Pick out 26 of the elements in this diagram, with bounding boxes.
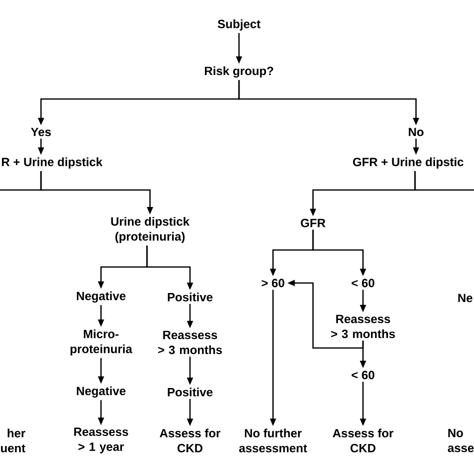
step-label: Micro- proteinuria xyxy=(70,329,132,356)
connector-line xyxy=(414,171,474,191)
step-label: Ne xyxy=(458,294,472,302)
step-label: Negative xyxy=(76,291,126,303)
step-label: No asse xyxy=(448,428,474,452)
step-label: Negative xyxy=(76,386,126,398)
step-label: Yes xyxy=(30,128,51,136)
step-label: GFR + Urine dipstic xyxy=(353,157,464,169)
step-label: Assess for CKD xyxy=(332,428,394,452)
step-label: Reassess > 1 year xyxy=(74,428,128,454)
step-label: Positive xyxy=(168,292,213,302)
step-label: Positive xyxy=(168,388,213,396)
step-label: GFR xyxy=(300,218,326,228)
step-label: Reassess > 3 months xyxy=(158,330,222,354)
step-label: Assess for CKD xyxy=(160,428,220,452)
step-label: < 60 xyxy=(352,370,374,380)
step-label: No xyxy=(408,128,424,136)
step-label: Urine dipstick (proteinuria) xyxy=(111,216,190,244)
step-label: No further assessment xyxy=(239,428,308,452)
step-label: > 60 xyxy=(262,278,284,288)
step-label: Reassess > 3 months xyxy=(331,314,395,338)
step-label: Risk group? xyxy=(204,66,274,78)
step-label: R + Urine dipstick xyxy=(2,157,102,169)
step-label: her uent xyxy=(1,428,26,452)
step-label: < 60 xyxy=(352,278,374,288)
step-label: Subject xyxy=(218,19,260,31)
